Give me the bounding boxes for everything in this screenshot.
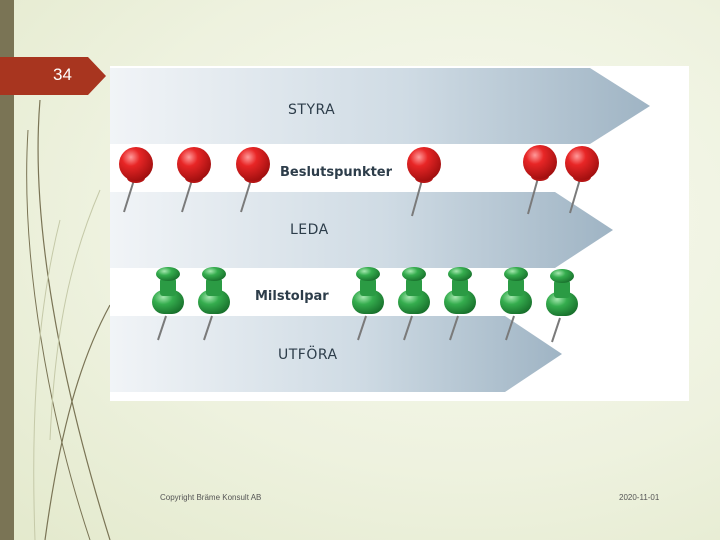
band-label-leda: LEDA xyxy=(290,222,329,238)
governance-diagram: STYRA Beslutspunkter LEDA Milstolpar UTF… xyxy=(110,66,689,401)
date-text: 2020-11-01 xyxy=(619,493,659,502)
band-label-beslutspunkter: Beslutspunkter xyxy=(280,165,393,180)
green-pin xyxy=(546,269,578,342)
slide-number-badge: 34 xyxy=(0,57,106,95)
arrow-band-styra xyxy=(110,68,650,144)
slide-number: 34 xyxy=(53,65,72,85)
band-label-milstolpar: Milstolpar xyxy=(255,289,329,304)
copyright-text: Copyright Bräme Konsult AB xyxy=(160,493,261,502)
band-label-styra: STYRA xyxy=(288,102,335,118)
band-label-utfora: UTFÖRA xyxy=(278,345,338,363)
